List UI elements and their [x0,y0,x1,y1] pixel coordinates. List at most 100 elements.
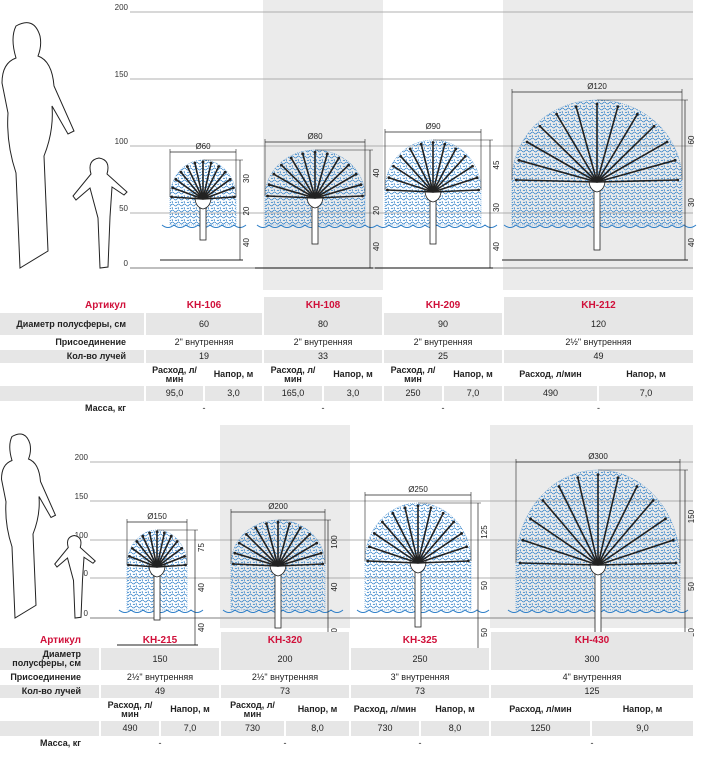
flow-header: Расход, л/мин [502,363,598,386]
ray [381,521,419,564]
empty-label [0,363,145,386]
height-dimension: 30 [492,203,501,212]
cell-flow: 490 [99,721,160,736]
ray [156,540,178,568]
ray [186,166,204,200]
height-dimension: 20 [242,206,251,215]
ray [417,560,469,564]
cell-connection: 2½" внутренняя [219,670,350,685]
flow-header: Расход, л/мин [219,698,285,721]
ray [388,176,434,193]
row-label-mass: Масса, кг [40,738,81,748]
ray [387,189,434,193]
ray [530,518,599,566]
cell-flow: 490 [502,386,598,401]
scale-label: 150 [75,492,89,501]
head-header: Напор, м [590,698,693,721]
ray [277,533,311,567]
cell-connection: 2½" внутренняя [99,670,220,685]
pipe [311,203,319,245]
child-silhouette-icon [54,534,96,619]
cell-connection: 2" внутренняя [382,335,503,350]
row-label-rays: Кол-во лучей [0,350,145,363]
ray [597,486,638,566]
row-label-article: Артикул [84,299,126,311]
cell-diameter: 300 [489,648,693,670]
scale-label: 0 [84,609,89,618]
ray [432,148,457,193]
child-silhouette-icon [72,157,128,269]
head-header: Напор, м [203,363,263,386]
flow-header: Расход, л/мин [382,363,443,386]
cell-connection: 2" внутренняя [262,335,383,350]
ray [518,159,598,183]
ray [575,106,598,183]
height-dimension: 40 [242,238,251,247]
height-dimension: 50 [687,582,696,591]
head-header: Напор, м [597,363,693,386]
head-header: Напор, м [284,698,350,721]
shaded-column [263,0,383,290]
row-label-mass: Масса, кг [85,403,126,413]
ray [596,141,668,183]
cell-diameter: 120 [502,313,693,335]
cell-mass: - [219,736,350,751]
flow-header: Расход, л/мин [262,363,323,386]
height-dimension: 40 [372,242,381,251]
cell-diameter: 250 [349,648,490,670]
cell-mass: - [349,736,490,751]
cell-rays: 73 [219,685,350,698]
cell-flow: 1250 [489,721,591,736]
empty-label [0,721,100,736]
cell-mass: - [144,401,263,416]
cell-rays: 25 [382,350,503,363]
cell-connection: 3" внутренняя [349,670,490,685]
ray [577,477,599,566]
scale-label: 100 [75,531,89,540]
ray [171,196,204,200]
cell-flow: 730 [349,721,420,736]
cell-article: KH-212 [502,297,693,313]
diameter-dimension: Ø300 [588,452,608,461]
water-surface [356,609,490,613]
cell-head: 3,0 [322,386,383,401]
ray [432,155,466,193]
ray [432,176,478,193]
ray [555,113,598,183]
height-dimension: 40 [197,623,206,632]
ray [596,113,639,183]
ray [314,195,363,199]
cell-head: 8,0 [419,721,490,736]
cell-head: 3,0 [203,386,263,401]
ray [128,564,158,568]
woman-silhouette-icon [1,22,75,269]
scale-label: 50 [79,569,88,578]
head-header: Напор, м [442,363,503,386]
ray [596,125,655,183]
flow-header: Расход, л/мин [349,698,420,721]
scale-label: 50 [119,204,128,213]
ray [277,552,322,567]
ray [129,555,158,568]
ray [516,179,598,183]
cell-head: 7,0 [442,386,503,401]
cell-flow: 730 [219,721,285,736]
ray [400,155,434,193]
ray [417,512,444,564]
diameter-dimension: Ø150 [147,512,167,521]
ray [432,165,473,193]
ray [277,563,323,567]
water-surface [376,224,498,228]
cell-article: KH-108 [262,297,383,313]
ray [417,507,432,564]
ray [597,539,674,566]
ray [597,562,676,566]
ray [417,532,463,564]
ray [596,159,676,183]
